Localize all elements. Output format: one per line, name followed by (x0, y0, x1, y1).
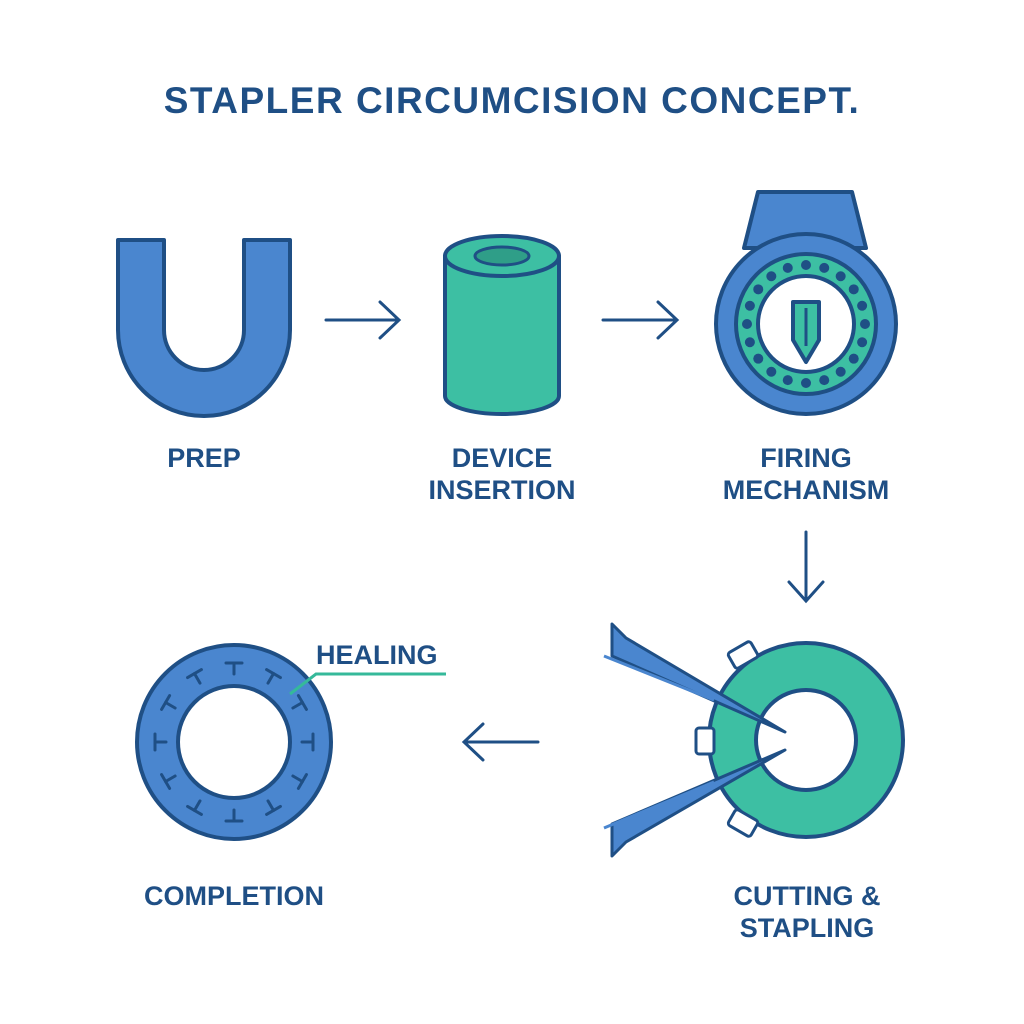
staple-dot (857, 300, 868, 311)
stapled-ring-icon (135, 643, 333, 841)
staple-mark (265, 668, 282, 685)
step-label-device-insertion: DEVICE INSERTION (428, 443, 576, 505)
staple-dot (766, 271, 777, 282)
arrow-icon (601, 300, 680, 340)
staple-mark (224, 808, 244, 823)
staple-dot (782, 262, 793, 273)
staple-dot (848, 284, 859, 295)
step-label-cutting-stapling: CUTTING & STAPLING (733, 881, 881, 943)
staple-dot (835, 271, 846, 282)
cylinder-icon (443, 234, 561, 416)
staple-mark (153, 732, 168, 752)
staple-dot (848, 353, 859, 364)
staple-dot (860, 319, 870, 329)
staple-mark (186, 799, 203, 816)
step-label-completion: COMPLETION (144, 881, 324, 911)
step-label-firing-mechanism: FIRING MECHANISM (722, 443, 890, 505)
staple-dot (753, 353, 764, 364)
stapler-ring-icon (714, 190, 898, 416)
diagram-title: STAPLER CIRCUMCISION CONCEPT. (163, 80, 861, 121)
staple-dot (753, 284, 764, 295)
staple-dot (744, 300, 755, 311)
arrow-icon (461, 722, 540, 762)
staple-mark (224, 661, 244, 676)
staple-mark (291, 694, 308, 711)
staple-dot (857, 337, 868, 348)
staple-mark (160, 773, 177, 790)
staple-dot (819, 262, 830, 273)
u-shape-icon (116, 238, 292, 418)
step-label-prep: PREP (167, 443, 241, 473)
staple-dot (819, 375, 830, 386)
staple-dot (742, 319, 752, 329)
staple-mark (265, 799, 282, 816)
staple-dot (801, 260, 811, 270)
staple-dot (766, 366, 777, 377)
healing-label: HEALING (316, 640, 438, 670)
staple-mark (291, 773, 308, 790)
staple-mark (300, 732, 315, 752)
staple-dot (801, 378, 811, 388)
staple-dot (744, 337, 755, 348)
arrow-icon (787, 530, 825, 604)
staple-dot (782, 375, 793, 386)
staple-mark (160, 694, 177, 711)
staple-mark (186, 668, 203, 685)
staple-dot (835, 366, 846, 377)
healing-callout-line (289, 672, 446, 696)
arrow-icon (324, 300, 402, 340)
cutting-ring-icon (603, 622, 905, 858)
